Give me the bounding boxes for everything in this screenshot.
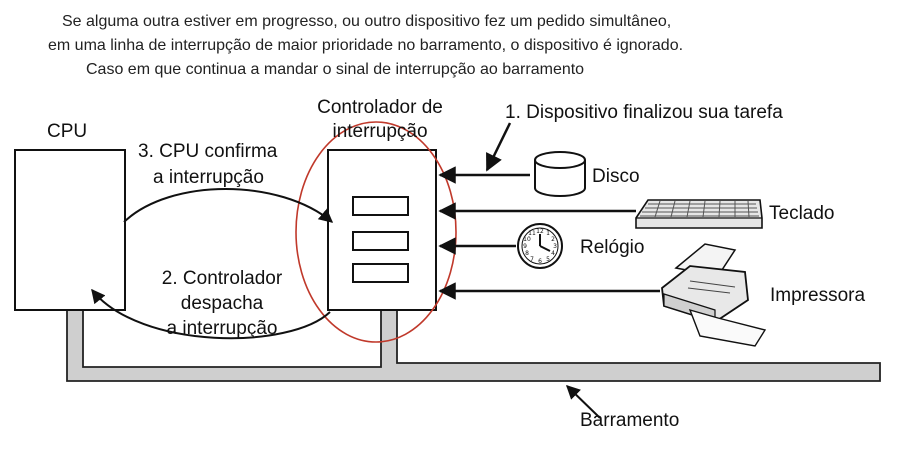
step2-label-line-1: 2. Controlador — [161, 268, 283, 289]
keyboard-label: Teclado — [769, 203, 835, 224]
arrow-controller-dispatch — [91, 288, 331, 340]
svg-text:9: 9 — [523, 243, 527, 250]
header-line-3: Caso em que continua a mandar o sinal de… — [86, 61, 585, 78]
cpu-box — [14, 149, 126, 311]
svg-text:7: 7 — [530, 256, 534, 263]
svg-text:11: 11 — [528, 230, 536, 237]
controller-box — [327, 149, 437, 311]
bus-label: Barramento — [580, 410, 680, 431]
step2-label-line-3: a interrupção — [166, 318, 278, 339]
controller-slot-3 — [352, 263, 409, 283]
step3-label-line-2: a interrupção — [153, 167, 264, 188]
svg-text:3: 3 — [553, 243, 557, 250]
step1-label: 1. Dispositivo finalizou sua tarefa — [505, 102, 783, 123]
header-line-2: em uma linha de interrupção de maior pri… — [48, 37, 684, 54]
clock-icon: 12 1 2 3 4 5 6 7 8 9 10 11 — [517, 223, 563, 269]
arrow-step1 — [485, 122, 512, 172]
svg-text:5: 5 — [546, 256, 550, 263]
disk-label: Disco — [592, 166, 640, 187]
controller-slot-2 — [352, 231, 409, 251]
arrow-bus-label — [565, 385, 601, 419]
svg-text:8: 8 — [525, 250, 529, 257]
controller-label-line-2: interrupção — [332, 121, 428, 142]
svg-text:6: 6 — [538, 258, 542, 265]
cpu-label: CPU — [47, 121, 88, 142]
svg-text:2: 2 — [551, 236, 555, 243]
arrow-cpu-acknowledge — [123, 188, 334, 223]
controller-label-line-1: Controlador de — [317, 97, 443, 118]
svg-text:12: 12 — [536, 228, 544, 235]
controller-highlight — [295, 121, 457, 343]
header-line-1: Se alguma outra estiver em progresso, ou… — [62, 13, 672, 30]
svg-text:1: 1 — [546, 230, 550, 237]
step2-label-line-2: despacha — [180, 293, 264, 314]
step3-label-line-1: 3. CPU confirma — [138, 141, 278, 162]
keyboard-icon — [635, 199, 763, 229]
svg-text:4: 4 — [551, 250, 555, 257]
disk-icon — [534, 151, 586, 197]
controller-slot-1 — [352, 196, 409, 216]
printer-label: Impressora — [770, 285, 866, 306]
printer-icon — [661, 243, 767, 347]
clock-label: Relógio — [580, 237, 645, 258]
svg-text:10: 10 — [523, 236, 531, 243]
